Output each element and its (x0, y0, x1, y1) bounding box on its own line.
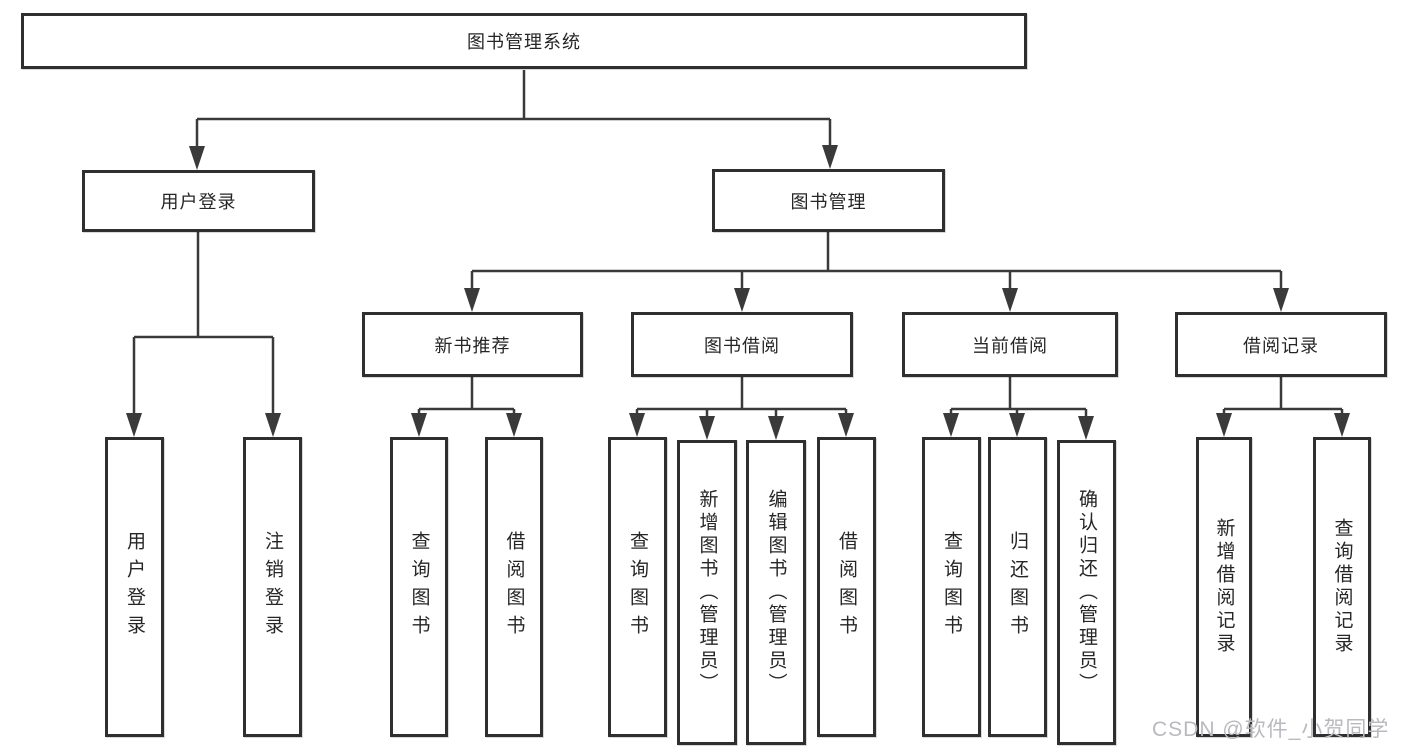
node-library-system: 图书管理系统 (21, 13, 1027, 69)
arrowhead (506, 413, 522, 437)
arrowhead (943, 413, 959, 437)
leaf-user-login: 用户登录 (105, 437, 164, 737)
node-book-management: 图书管理 (712, 169, 945, 232)
arrowhead (411, 413, 427, 437)
node-book-borrowing: 图书借阅 (631, 312, 853, 377)
connector-root-to-level2 (195, 70, 832, 150)
arrowhead (126, 413, 142, 437)
arrowhead (1002, 288, 1018, 312)
leaf-nb-query-book: 查询图书 (390, 437, 448, 737)
csdn-watermark: CSDN @软件_小贺同学 (1152, 718, 1390, 741)
connector-book-mgmt-children (470, 232, 1283, 292)
connector-new-book-children (417, 377, 516, 419)
arrowhead (838, 413, 854, 437)
arrowhead (189, 146, 205, 170)
leaf-bb-add-book-admin: 新增图书（管理员） (677, 440, 737, 745)
node-current-borrowing: 当前借阅 (902, 312, 1118, 377)
arrowhead (768, 416, 784, 440)
arrowhead (265, 413, 281, 437)
arrowhead (734, 288, 750, 312)
arrowhead (464, 288, 480, 312)
leaf-br-add-record: 新增借阅记录 (1196, 437, 1252, 737)
arrowhead (1078, 416, 1094, 440)
connector-book-borrow-children (635, 377, 848, 422)
arrowhead (1334, 413, 1350, 437)
node-user-login: 用户登录 (82, 170, 315, 232)
leaf-nb-borrow-book: 借阅图书 (485, 437, 543, 737)
connector-borrow-records-children (1222, 377, 1344, 419)
leaf-cb-query-book: 查询图书 (922, 437, 981, 737)
connector-user-login-children (132, 232, 275, 417)
arrowhead (1009, 413, 1025, 437)
arrowhead (699, 416, 715, 440)
arrowhead (1273, 288, 1289, 312)
node-new-book-recommend: 新书推荐 (362, 312, 583, 377)
arrowhead (822, 145, 838, 169)
leaf-bb-borrow-book: 借阅图书 (817, 437, 876, 737)
leaf-br-query-record: 查询借阅记录 (1313, 437, 1371, 737)
leaf-logout: 注销登录 (243, 437, 302, 737)
node-borrowing-records: 借阅记录 (1175, 312, 1387, 377)
leaf-cb-return-book: 归还图书 (988, 437, 1047, 737)
leaf-bb-query-book: 查询图书 (608, 437, 667, 737)
arrowhead (629, 413, 645, 437)
leaf-bb-edit-book-admin: 编辑图书（管理员） (746, 440, 806, 745)
arrowhead (1216, 413, 1232, 437)
leaf-cb-confirm-return-admin: 确认归还（管理员） (1057, 440, 1116, 745)
